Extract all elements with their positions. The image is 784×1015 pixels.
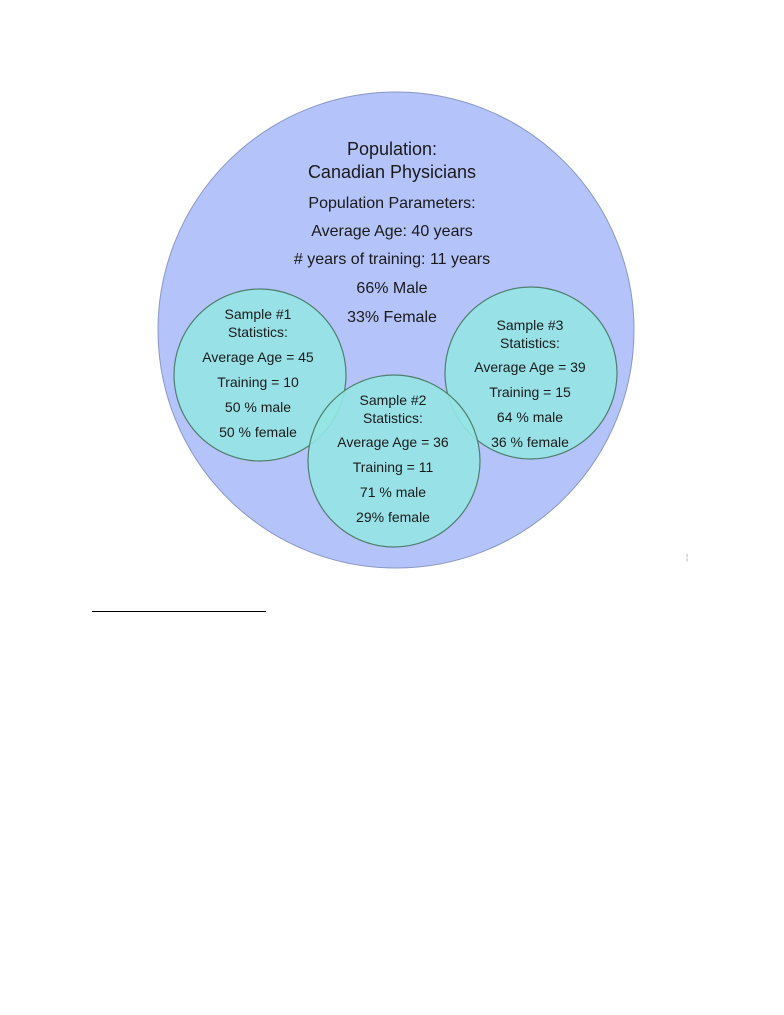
sample-1-label: Sample #1 <box>224 306 292 322</box>
sample-2-male: 71 % male <box>359 484 427 500</box>
sample-2-circle <box>307 374 481 548</box>
sample-3-circle <box>444 286 618 460</box>
sample-2-heading: Statistics: <box>363 410 423 426</box>
sample-1-circle <box>173 288 347 462</box>
sample-2-training: Training = 11 <box>352 459 434 475</box>
sample-2-label: Sample #2 <box>359 392 427 408</box>
sample-1-average-age: Average Age = 45 <box>202 349 314 365</box>
sample-3-male: 64 % male <box>496 409 564 425</box>
sample-1-heading: Statistics: <box>228 324 288 340</box>
sample-1-female: 50 % female <box>219 424 297 440</box>
sample-3-heading: Statistics: <box>500 335 560 351</box>
population-training: # years of training: 11 years <box>293 251 491 268</box>
population-title: Population: <box>346 139 438 159</box>
sample-3-training: Training = 15 <box>489 384 571 400</box>
sample-3-label: Sample #3 <box>496 317 564 333</box>
sample-1-male: 50 % male <box>224 399 292 415</box>
population-parameters-heading: Population Parameters: <box>308 195 476 212</box>
population-male: 66% Male <box>356 280 428 297</box>
stray-mark: ¦ <box>686 553 689 562</box>
sample-3-average-age: Average Age = 39 <box>474 359 586 375</box>
population-average-age: Average Age: 40 years <box>311 223 473 240</box>
population-subtitle: Canadian Physicians <box>307 162 477 182</box>
population-female: 33% Female <box>347 309 437 326</box>
footnote-separator <box>92 611 266 612</box>
sample-1-training: Training = 10 <box>217 374 299 390</box>
sample-2-average-age: Average Age = 36 <box>337 434 449 450</box>
sample-3-female: 36 % female <box>491 434 569 450</box>
sample-2-female: 29% female <box>356 509 430 525</box>
